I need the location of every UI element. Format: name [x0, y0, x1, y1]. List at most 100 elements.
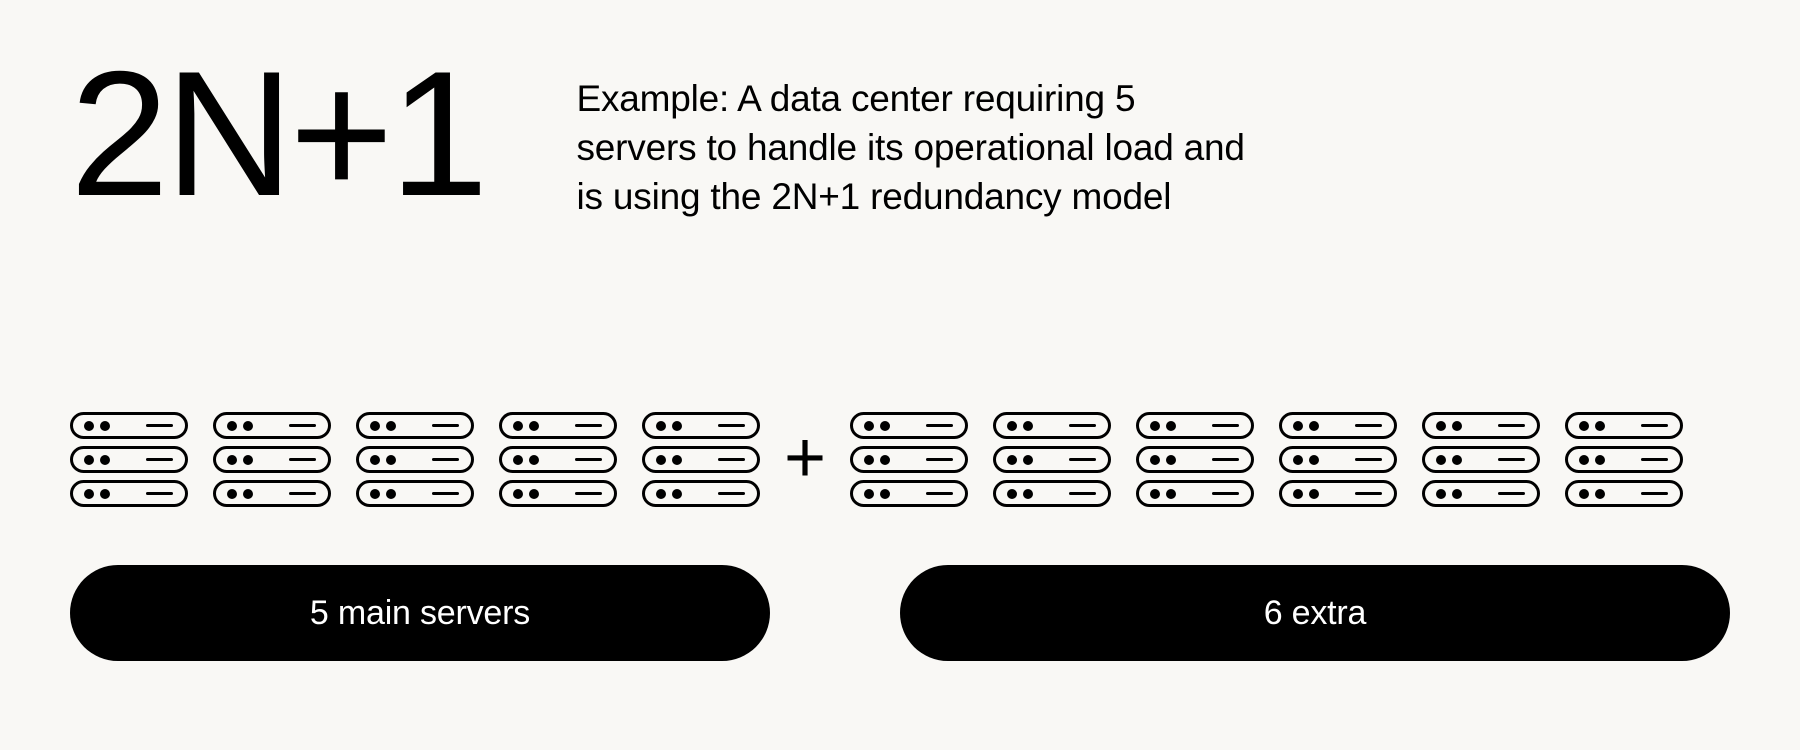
server-slot-icon	[146, 491, 173, 496]
server-stack	[993, 412, 1111, 507]
server-led-icon	[1007, 420, 1017, 431]
server-led-icon	[1452, 420, 1462, 431]
server-slot-icon	[1641, 423, 1668, 428]
description-line-2: servers to handle its operational load a…	[576, 127, 1246, 169]
server-led-icon	[84, 488, 94, 499]
server-led-icon	[513, 454, 523, 465]
server-unit-icon	[1136, 480, 1254, 507]
server-led-icon	[1293, 454, 1303, 465]
server-diagram: +	[70, 412, 1730, 507]
server-led-icon	[84, 454, 94, 465]
server-unit-icon	[499, 480, 617, 507]
server-unit-icon	[70, 412, 188, 439]
server-slot-icon	[1212, 423, 1239, 428]
server-led-icon	[1595, 420, 1605, 431]
server-led-icon	[880, 454, 890, 465]
server-led-icon	[513, 488, 523, 499]
server-unit-icon	[642, 446, 760, 473]
server-led-icon	[864, 454, 874, 465]
server-led-icon	[1023, 488, 1033, 499]
server-led-icon	[1436, 454, 1446, 465]
server-stack	[850, 412, 968, 507]
server-led-icon	[1452, 488, 1462, 499]
plus-icon: +	[783, 418, 827, 498]
server-unit-icon	[850, 446, 968, 473]
server-unit-icon	[356, 446, 474, 473]
server-unit-icon	[1565, 480, 1683, 507]
server-led-icon	[370, 454, 380, 465]
server-unit-icon	[850, 412, 968, 439]
server-slot-icon	[1069, 457, 1096, 462]
server-slot-icon	[432, 423, 459, 428]
server-led-icon	[880, 488, 890, 499]
server-slot-icon	[1355, 457, 1382, 462]
server-unit-icon	[1136, 412, 1254, 439]
server-unit-icon	[1422, 480, 1540, 507]
server-unit-icon	[1565, 446, 1683, 473]
server-led-icon	[370, 420, 380, 431]
main-servers-label: 5 main servers	[70, 565, 770, 661]
server-slot-icon	[718, 491, 745, 496]
server-unit-icon	[70, 446, 188, 473]
main-server-group	[70, 412, 760, 507]
server-led-icon	[513, 420, 523, 431]
server-led-icon	[1309, 488, 1319, 499]
server-led-icon	[100, 420, 110, 431]
server-led-icon	[656, 420, 666, 431]
server-stack	[1136, 412, 1254, 507]
server-led-icon	[227, 488, 237, 499]
server-slot-icon	[1355, 491, 1382, 496]
server-stack	[213, 412, 331, 507]
server-stack	[70, 412, 188, 507]
server-led-icon	[1293, 420, 1303, 431]
server-unit-icon	[1565, 412, 1683, 439]
server-led-icon	[1166, 454, 1176, 465]
server-slot-icon	[1212, 491, 1239, 496]
server-unit-icon	[70, 480, 188, 507]
server-slot-icon	[926, 457, 953, 462]
server-slot-icon	[1212, 457, 1239, 462]
server-led-icon	[370, 488, 380, 499]
server-led-icon	[1436, 488, 1446, 499]
server-slot-icon	[1355, 423, 1382, 428]
server-slot-icon	[146, 457, 173, 462]
server-slot-icon	[575, 423, 602, 428]
server-led-icon	[1579, 420, 1589, 431]
server-led-icon	[84, 420, 94, 431]
server-led-icon	[386, 488, 396, 499]
server-led-icon	[880, 420, 890, 431]
description-line-1: Example: A data center requiring 5	[576, 78, 1136, 119]
server-led-icon	[1579, 454, 1589, 465]
server-led-icon	[1436, 420, 1446, 431]
server-led-icon	[1150, 454, 1160, 465]
server-slot-icon	[289, 457, 316, 462]
server-led-icon	[864, 420, 874, 431]
server-unit-icon	[213, 480, 331, 507]
server-led-icon	[1007, 488, 1017, 499]
server-led-icon	[1007, 454, 1017, 465]
server-led-icon	[386, 420, 396, 431]
server-led-icon	[1579, 488, 1589, 499]
server-unit-icon	[499, 412, 617, 439]
server-led-icon	[1166, 420, 1176, 431]
server-led-icon	[1166, 488, 1176, 499]
server-led-icon	[529, 488, 539, 499]
server-unit-icon	[993, 480, 1111, 507]
server-unit-icon	[993, 412, 1111, 439]
server-unit-icon	[642, 480, 760, 507]
label-row: 5 main servers 6 extra	[70, 565, 1730, 661]
server-led-icon	[227, 454, 237, 465]
server-led-icon	[1595, 488, 1605, 499]
server-unit-icon	[1279, 446, 1397, 473]
server-slot-icon	[718, 457, 745, 462]
server-unit-icon	[356, 480, 474, 507]
server-unit-icon	[1279, 480, 1397, 507]
server-led-icon	[864, 488, 874, 499]
server-led-icon	[529, 454, 539, 465]
server-stack	[642, 412, 760, 507]
server-led-icon	[656, 454, 666, 465]
server-led-icon	[672, 420, 682, 431]
server-led-icon	[243, 454, 253, 465]
server-slot-icon	[1641, 491, 1668, 496]
